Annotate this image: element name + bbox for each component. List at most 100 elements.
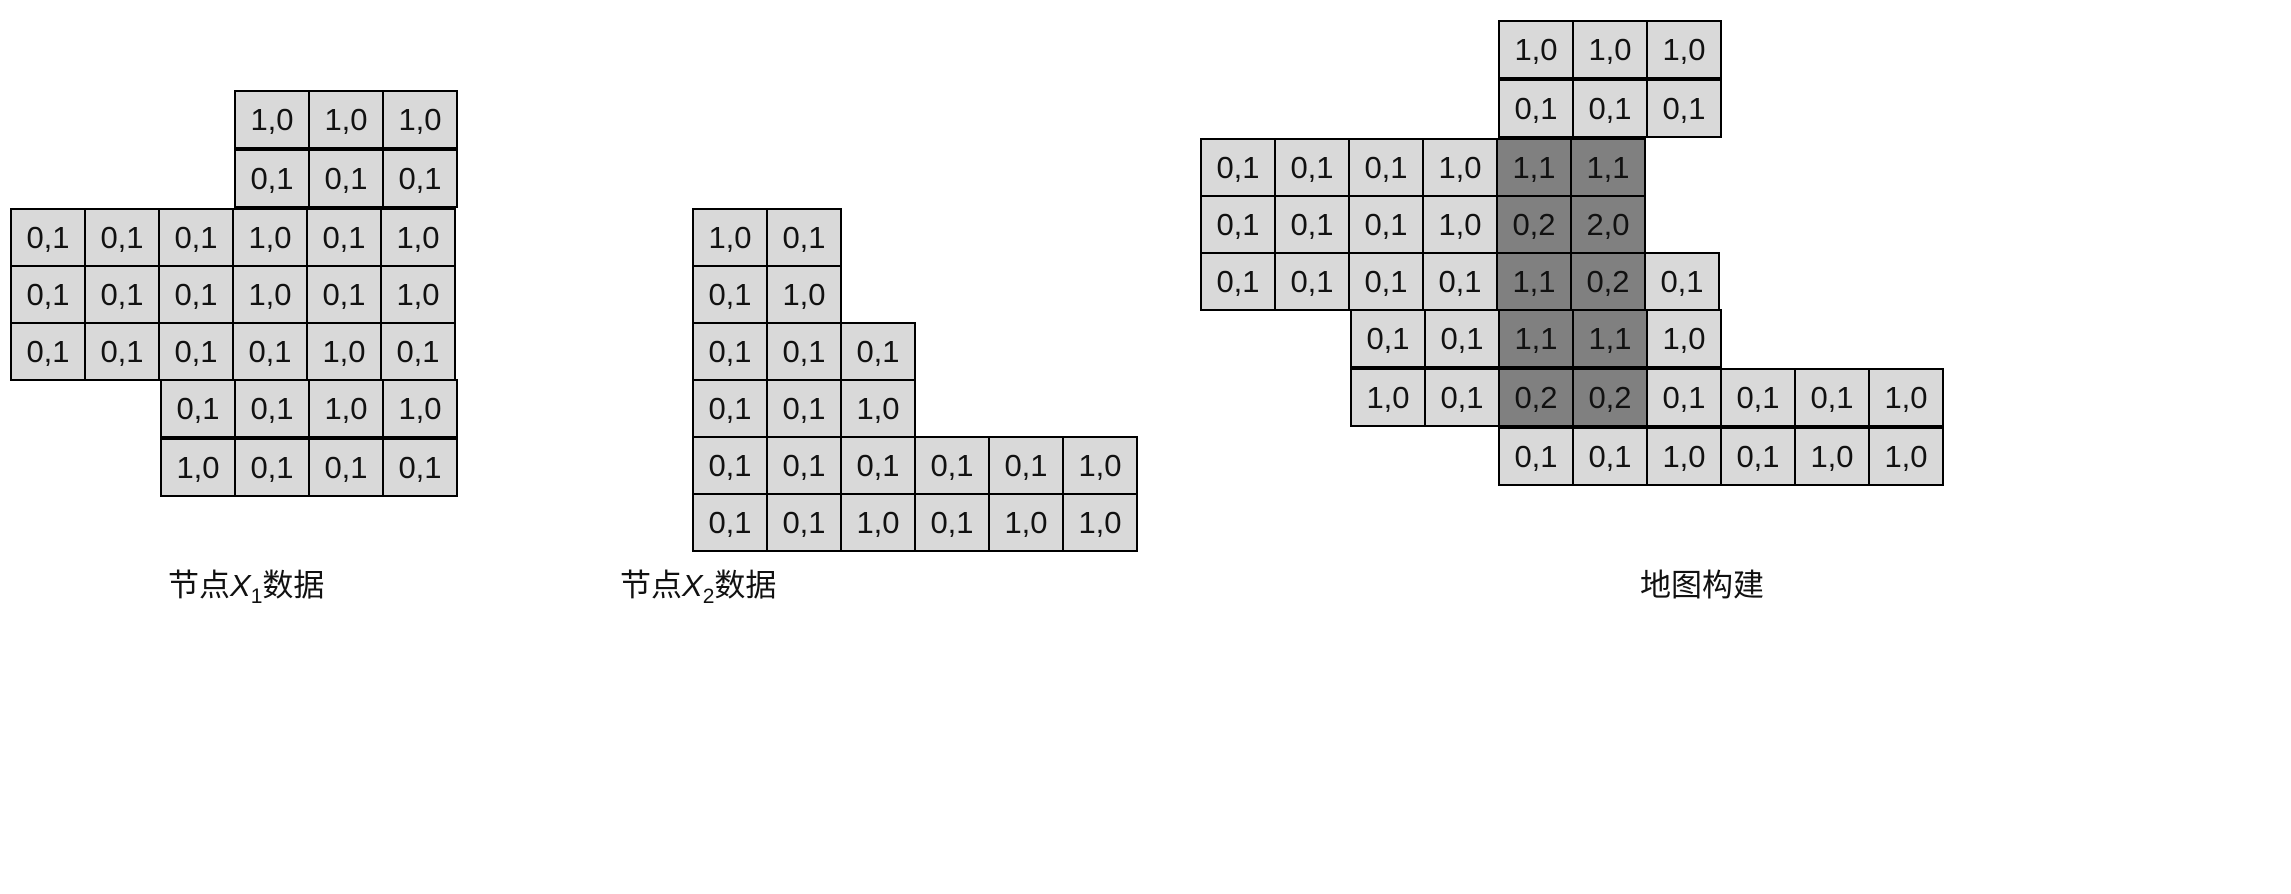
caption-prefix: 节点 — [168, 568, 230, 603]
grid-cell: 0,1 — [10, 322, 86, 381]
grid-cell: 1,0 — [1868, 427, 1944, 486]
grid-cell: 1,1 — [1498, 309, 1574, 368]
grid-cell: 1,0 — [1350, 368, 1426, 427]
caption-suffix: 地图构建 — [1640, 568, 1764, 603]
row-offset-spacer — [10, 149, 234, 208]
grid-cell: 1,0 — [988, 493, 1064, 552]
grid-cell: 0,1 — [692, 436, 768, 495]
grid-cell: 0,1 — [84, 322, 160, 381]
grid-cell: 0,1 — [914, 436, 990, 495]
caption-suffix: 数据 — [262, 568, 325, 603]
caption-suffix: 数据 — [714, 568, 777, 603]
grid-cell: 0,1 — [1422, 252, 1498, 311]
grid-cell: 0,1 — [914, 493, 990, 552]
grid-cell: 0,1 — [382, 438, 458, 497]
grid-cell: 1,0 — [380, 265, 456, 324]
grid-cell: 0,1 — [308, 438, 384, 497]
grid-cell: 0,1 — [10, 208, 86, 267]
row-offset-spacer — [1200, 20, 1498, 79]
grid-cell: 1,1 — [1572, 309, 1648, 368]
grid-cell: 0,1 — [1200, 195, 1276, 254]
grid-cell: 0,1 — [234, 149, 310, 208]
grid-cell: 0,1 — [840, 436, 916, 495]
grid-cell: 0,1 — [380, 322, 456, 381]
grid-cell: 0,1 — [158, 322, 234, 381]
grid-cell: 1,1 — [1496, 138, 1572, 197]
grid-cell: 1,0 — [232, 265, 308, 324]
grid-cell: 0,1 — [1348, 195, 1424, 254]
grid-cell: 0,1 — [988, 436, 1064, 495]
row-offset-spacer — [1200, 427, 1498, 486]
grid-cell: 0,1 — [692, 493, 768, 552]
grid-cell: 1,0 — [1646, 309, 1722, 368]
grid-cell: 0,1 — [1424, 309, 1500, 368]
grid-cell: 0,2 — [1572, 368, 1648, 427]
grid-cell: 1,0 — [380, 208, 456, 267]
grid-cell: 1,1 — [1496, 252, 1572, 311]
grid-cell: 0,1 — [308, 149, 384, 208]
grid-cell: 0,1 — [1572, 427, 1648, 486]
grid-cell: 0,1 — [766, 208, 842, 267]
grid-cell: 1,0 — [234, 90, 310, 149]
grid-cell: 0,1 — [158, 265, 234, 324]
caption-prefix: 节点 — [620, 568, 682, 603]
grid-cell: 0,1 — [1572, 79, 1648, 138]
grid-cell: 0,1 — [840, 322, 916, 381]
grid-cell: 0,1 — [1348, 138, 1424, 197]
grid-cell: 1,0 — [308, 90, 384, 149]
grid-cell: 0,1 — [84, 265, 160, 324]
grid-cell: 0,1 — [1424, 368, 1500, 427]
grid-cell: 0,1 — [234, 438, 310, 497]
panel-caption-map-construction: 地图构建 — [1640, 560, 1764, 605]
grid-cell: 0,1 — [1274, 138, 1350, 197]
grid-cell: 1,0 — [1062, 493, 1138, 552]
row-offset-spacer — [10, 90, 234, 149]
grid-cell: 0,1 — [1646, 79, 1722, 138]
grid-cell: 0,1 — [1348, 252, 1424, 311]
grid-cell: 0,2 — [1498, 368, 1574, 427]
row-offset-spacer — [1200, 309, 1350, 368]
grid-cell: 0,1 — [766, 436, 842, 495]
row-offset-spacer — [10, 379, 160, 438]
grid-cell: 1,0 — [1868, 368, 1944, 427]
row-offset-spacer — [1200, 368, 1350, 427]
grid-cell: 1,0 — [160, 438, 236, 497]
grid-cell: 0,1 — [1646, 368, 1722, 427]
grid-cell: 1,1 — [1570, 138, 1646, 197]
grid-cell: 0,1 — [692, 322, 768, 381]
grid-cell: 0,1 — [692, 265, 768, 324]
grid-cell: 0,1 — [1274, 195, 1350, 254]
grid-cell: 0,1 — [1498, 79, 1574, 138]
grid-cell: 0,2 — [1570, 252, 1646, 311]
grid-cell: 1,0 — [1422, 138, 1498, 197]
grid-cell: 0,1 — [234, 379, 310, 438]
grid-cell: 0,1 — [306, 208, 382, 267]
grid-cell: 0,1 — [1498, 427, 1574, 486]
grid-cell: 0,1 — [10, 265, 86, 324]
grid-cell: 1,0 — [766, 265, 842, 324]
grid-cell: 0,1 — [84, 208, 160, 267]
grid-cell: 1,0 — [1794, 427, 1870, 486]
grid-cell: 1,0 — [382, 90, 458, 149]
grid-cell: 0,1 — [692, 379, 768, 438]
grid-cell: 1,0 — [692, 208, 768, 267]
grid-cell: 1,0 — [308, 379, 384, 438]
grid-cell: 0,1 — [1720, 427, 1796, 486]
grid-cell: 0,1 — [1200, 138, 1276, 197]
